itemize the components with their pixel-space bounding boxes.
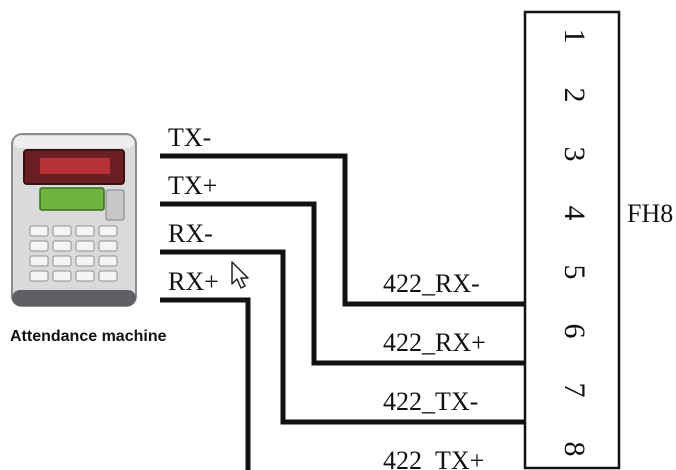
wire-1 [160,153,525,307]
connector-block [523,10,621,470]
connector-signal-label: 422_RX- [383,269,480,298]
attendance-machine-caption: Attendance machine [10,328,167,345]
connector-pin-3: 3 [558,147,591,162]
connector-pin-4: 4 [558,206,591,221]
device-signal-label: TX- [168,123,211,152]
wires: TX- 422_RX- TX+ 422_RX+ RX- 422_TX- RX+ 422_TX+ [160,123,525,470]
connector-pin-8: 8 [558,442,591,457]
wire-3 [160,249,525,425]
connector-pin-6: 6 [558,324,591,339]
connector-pin-2: 2 [558,88,591,103]
mouse-pointer-icon [231,261,249,289]
connector-signal-label: 422_TX+ [383,446,484,470]
device-signal-label: RX- [168,219,213,248]
connector-signal-label: 422_TX- [383,387,478,416]
connector-pin-5: 5 [558,265,591,280]
connector-pins: 1 2 3 4 5 6 7 8 [558,29,591,457]
connector-signal-label: 422_RX+ [383,328,486,357]
device-signal-label: RX+ [168,267,219,296]
wire-4 [160,297,251,470]
wire-2 [160,201,525,366]
connector-pin-1: 1 [558,29,591,44]
device-signal-label: TX+ [168,171,217,200]
connector-pin-7: 7 [558,383,591,398]
connector-label: FH8 [627,199,673,228]
attendance-terminal-icon [11,133,137,307]
